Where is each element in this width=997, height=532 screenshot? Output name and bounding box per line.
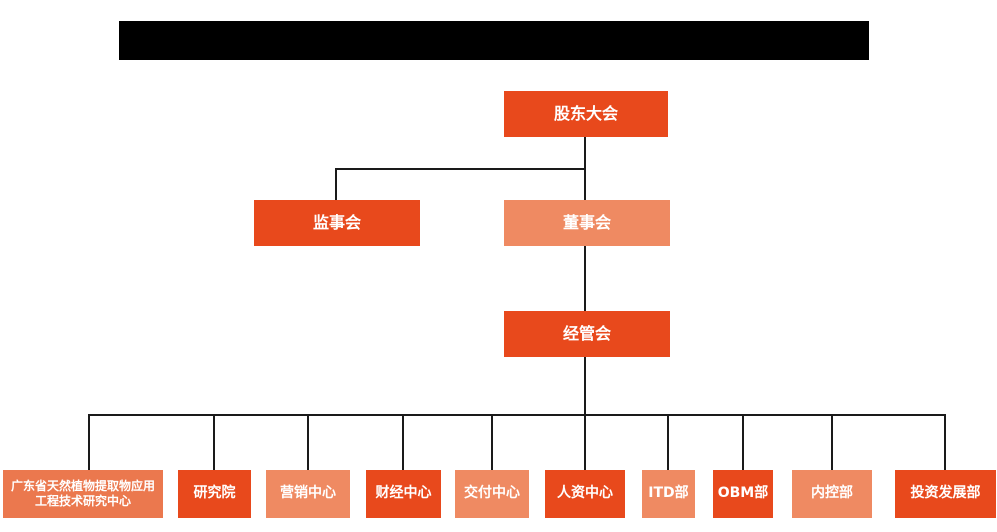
connector-bus-horizontal	[88, 414, 946, 416]
node-dept-delivery-center: 交付中心	[455, 470, 529, 518]
connector-root-to-board	[584, 137, 586, 200]
node-dept-finance-center: 财经中心	[366, 470, 441, 518]
connector-drop-itd	[667, 414, 669, 470]
connector-to-supervisory	[335, 168, 337, 200]
node-dept-marketing-center: 营销中心	[266, 470, 350, 518]
connector-drop-hr-center	[584, 414, 586, 470]
node-dept-itd: ITD部	[642, 470, 695, 518]
node-dept-obm: OBM部	[713, 470, 773, 518]
connector-drop-research-institute	[213, 414, 215, 470]
node-management-committee: 经管会	[504, 311, 670, 357]
node-supervisory-board: 监事会	[254, 200, 420, 246]
redacted-title-bar	[119, 21, 869, 60]
connector-drop-research-center	[88, 414, 90, 470]
connector-drop-obm	[742, 414, 744, 470]
connector-board-to-management	[584, 246, 586, 312]
connector-drop-finance-center	[402, 414, 404, 470]
connector-drop-marketing-center	[307, 414, 309, 470]
connector-drop-investment-development	[944, 414, 946, 470]
node-dept-investment-development: 投资发展部	[895, 470, 996, 518]
node-dept-research-institute: 研究院	[178, 470, 251, 518]
connector-management-to-bus	[584, 357, 586, 415]
node-dept-hr-center: 人资中心	[545, 470, 625, 518]
connector-branch-horizontal	[335, 168, 585, 170]
connector-drop-delivery-center	[491, 414, 493, 470]
node-shareholders-meeting: 股东大会	[504, 91, 668, 137]
connector-drop-internal-control	[831, 414, 833, 470]
node-dept-internal-control: 内控部	[792, 470, 872, 518]
node-dept-plant-extract-research-center: 广东省天然植物提取物应用工程技术研究中心	[3, 470, 163, 518]
node-board-of-directors: 董事会	[504, 200, 670, 246]
